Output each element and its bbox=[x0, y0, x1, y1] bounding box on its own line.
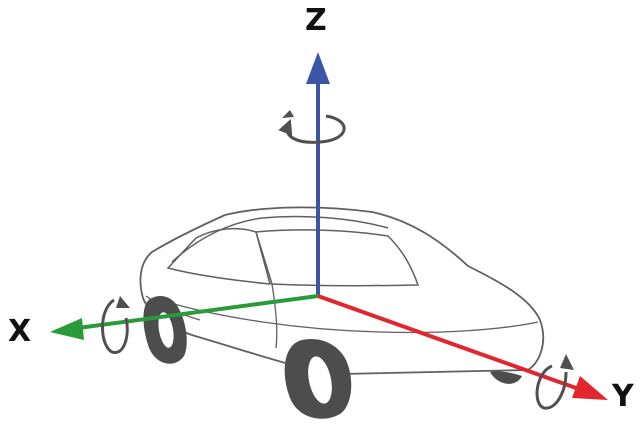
y-rotation-arrow-head bbox=[560, 354, 574, 370]
z-rotation-arrow-head bbox=[282, 110, 294, 118]
y-axis-arrowhead bbox=[572, 376, 608, 400]
z-axis-arrowhead bbox=[306, 52, 330, 84]
x-axis-arrowhead bbox=[50, 318, 84, 340]
car-body-crease bbox=[159, 299, 539, 334]
car-door-line bbox=[271, 283, 278, 349]
car-far-tire bbox=[490, 371, 522, 384]
car-front-tire-rim bbox=[308, 356, 332, 404]
y-rotation-arrow bbox=[535, 364, 568, 410]
y-axis-label: Y bbox=[612, 379, 634, 414]
x-rotation-arrow bbox=[101, 298, 129, 354]
car-roof-line bbox=[171, 215, 389, 263]
rotation-arrows bbox=[101, 110, 574, 410]
car-windshield bbox=[255, 229, 420, 287]
axes bbox=[50, 52, 608, 400]
car-rear-tire-rim bbox=[158, 312, 174, 348]
car-rear-window bbox=[166, 227, 272, 285]
x-axis-line bbox=[77, 294, 319, 330]
car bbox=[139, 206, 545, 419]
z-rotation-arrow bbox=[278, 114, 346, 144]
x-rotation-arrow-head bbox=[116, 296, 130, 308]
y-axis-line bbox=[317, 294, 577, 390]
z-axis-label: Z bbox=[305, 3, 327, 38]
x-axis-label: X bbox=[8, 314, 32, 349]
car-body-outline bbox=[139, 206, 545, 375]
